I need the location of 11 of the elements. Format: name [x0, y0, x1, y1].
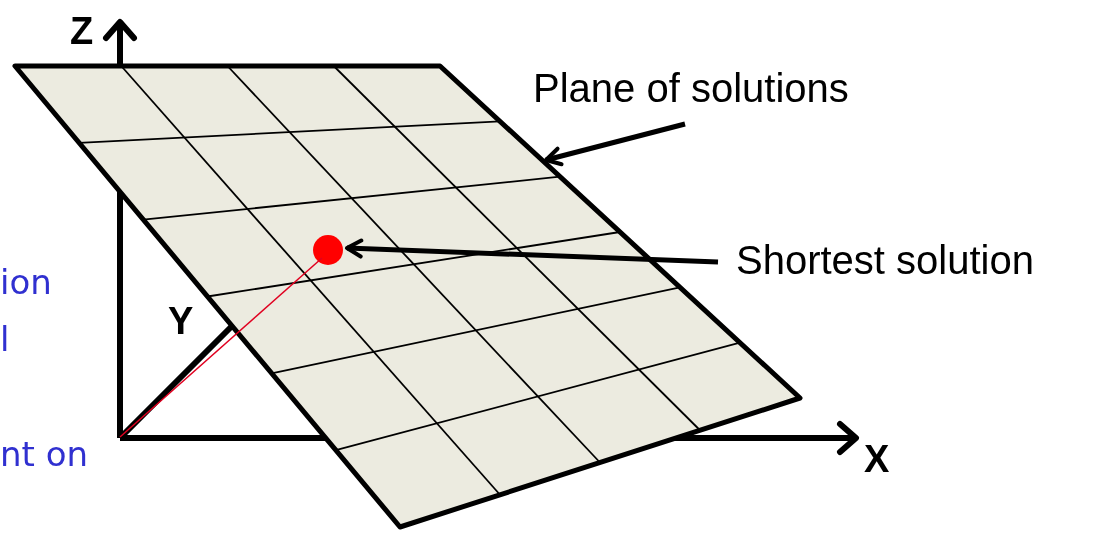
- cut-off-text: ion: [0, 265, 52, 299]
- arrow: [544, 121, 686, 167]
- solution-dot: [313, 235, 343, 265]
- cut-off-text: nt on: [0, 437, 89, 471]
- callout-text: Plane of solutions: [533, 68, 913, 110]
- arrow: [345, 238, 719, 265]
- cut-off-text: l: [0, 322, 10, 356]
- axis-label: Z: [70, 12, 94, 50]
- axis-label: Y: [168, 302, 194, 340]
- axis-label: X: [864, 440, 890, 478]
- callout-text: Shortest solution: [736, 240, 1096, 284]
